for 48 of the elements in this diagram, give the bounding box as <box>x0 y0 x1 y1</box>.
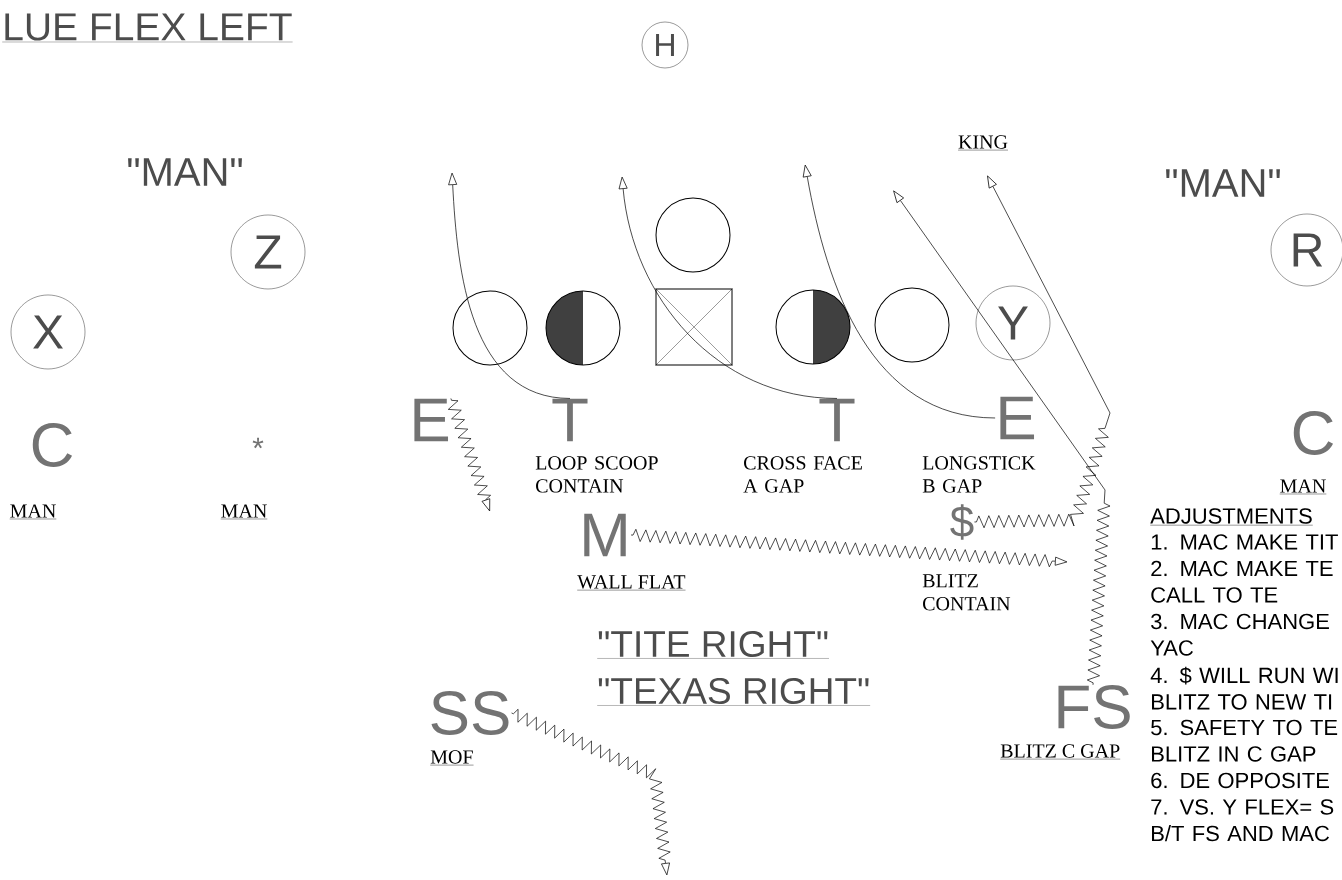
half-shaded-circle <box>775 289 851 365</box>
defender-letter: FS <box>1058 685 1130 729</box>
adjustment-note: 4. $ WILL RUN WI BLITZ TO NEW TI <box>1150 666 1338 710</box>
defender-letter: E <box>1000 396 1034 440</box>
defender-letter: T <box>819 398 855 442</box>
defender-symbol: * <box>252 437 264 449</box>
adjustment-note: 2. MAC MAKE TE CALL TO TE <box>1151 560 1333 603</box>
route-arrow <box>618 176 838 399</box>
defender-letter: SS <box>431 691 509 735</box>
route-label: KING <box>957 135 1009 151</box>
adjustment-note: 5. SAFETY TO TE BLITZ IN C GAP <box>1151 719 1338 762</box>
assignment-label: BLITZ CONTAIN <box>922 574 1011 611</box>
assignment-label: BLITZ C GAP <box>1000 744 1121 760</box>
defender-letter: M <box>584 513 626 557</box>
assignment-label: MAN <box>1279 479 1327 495</box>
player-circle <box>655 197 731 273</box>
assignment-label: WALL FLAT <box>577 575 686 591</box>
adjustment-note: 3. MAC CHANGE YAC <box>1150 613 1329 656</box>
formation-label: "TEXAS RIGHT" <box>597 677 871 706</box>
adjustments-heading: ADJUSTMENTS <box>1150 508 1313 526</box>
play-title: LUE FLEX LEFT <box>2 13 293 43</box>
coverage-label: "MAN" <box>1166 169 1280 197</box>
defender-letter: $ <box>950 504 974 540</box>
defender-letter: C <box>1293 411 1334 455</box>
route-arrow <box>448 172 571 399</box>
assignment-label: MOF <box>430 750 474 766</box>
assignment-label: LOOP SCOOP CONTAIN <box>535 456 658 493</box>
route-arrow <box>511 708 671 876</box>
assignment-label: LONGSTICK B GAP <box>922 456 1036 493</box>
formation-label: "TITE RIGHT" <box>597 630 830 659</box>
route-arrow <box>447 398 491 512</box>
coverage-label: "MAN" <box>128 158 242 186</box>
route-arrow <box>630 528 1068 568</box>
assignment-label: MAN <box>220 504 268 520</box>
player-circle <box>452 290 528 366</box>
defender-letter: T <box>552 398 588 442</box>
adjustment-note: 6. DE OPPOSITE <box>1151 772 1329 789</box>
route-arrow <box>893 190 1111 686</box>
adjustment-note: 1. MAC MAKE TIT <box>1151 534 1338 550</box>
defender-letter: E <box>414 398 448 442</box>
center-square <box>655 288 733 366</box>
assignment-label: CROSS FACE A GAP <box>743 456 862 493</box>
player-circle <box>874 287 950 363</box>
assignment-label: MAN <box>9 504 57 520</box>
route-arrow <box>974 175 1111 529</box>
route-arrow <box>802 164 996 419</box>
half-shaded-circle <box>545 290 621 366</box>
adjustment-note: 7. VS. Y FLEX= S B/T FS AND MAC <box>1151 799 1334 842</box>
